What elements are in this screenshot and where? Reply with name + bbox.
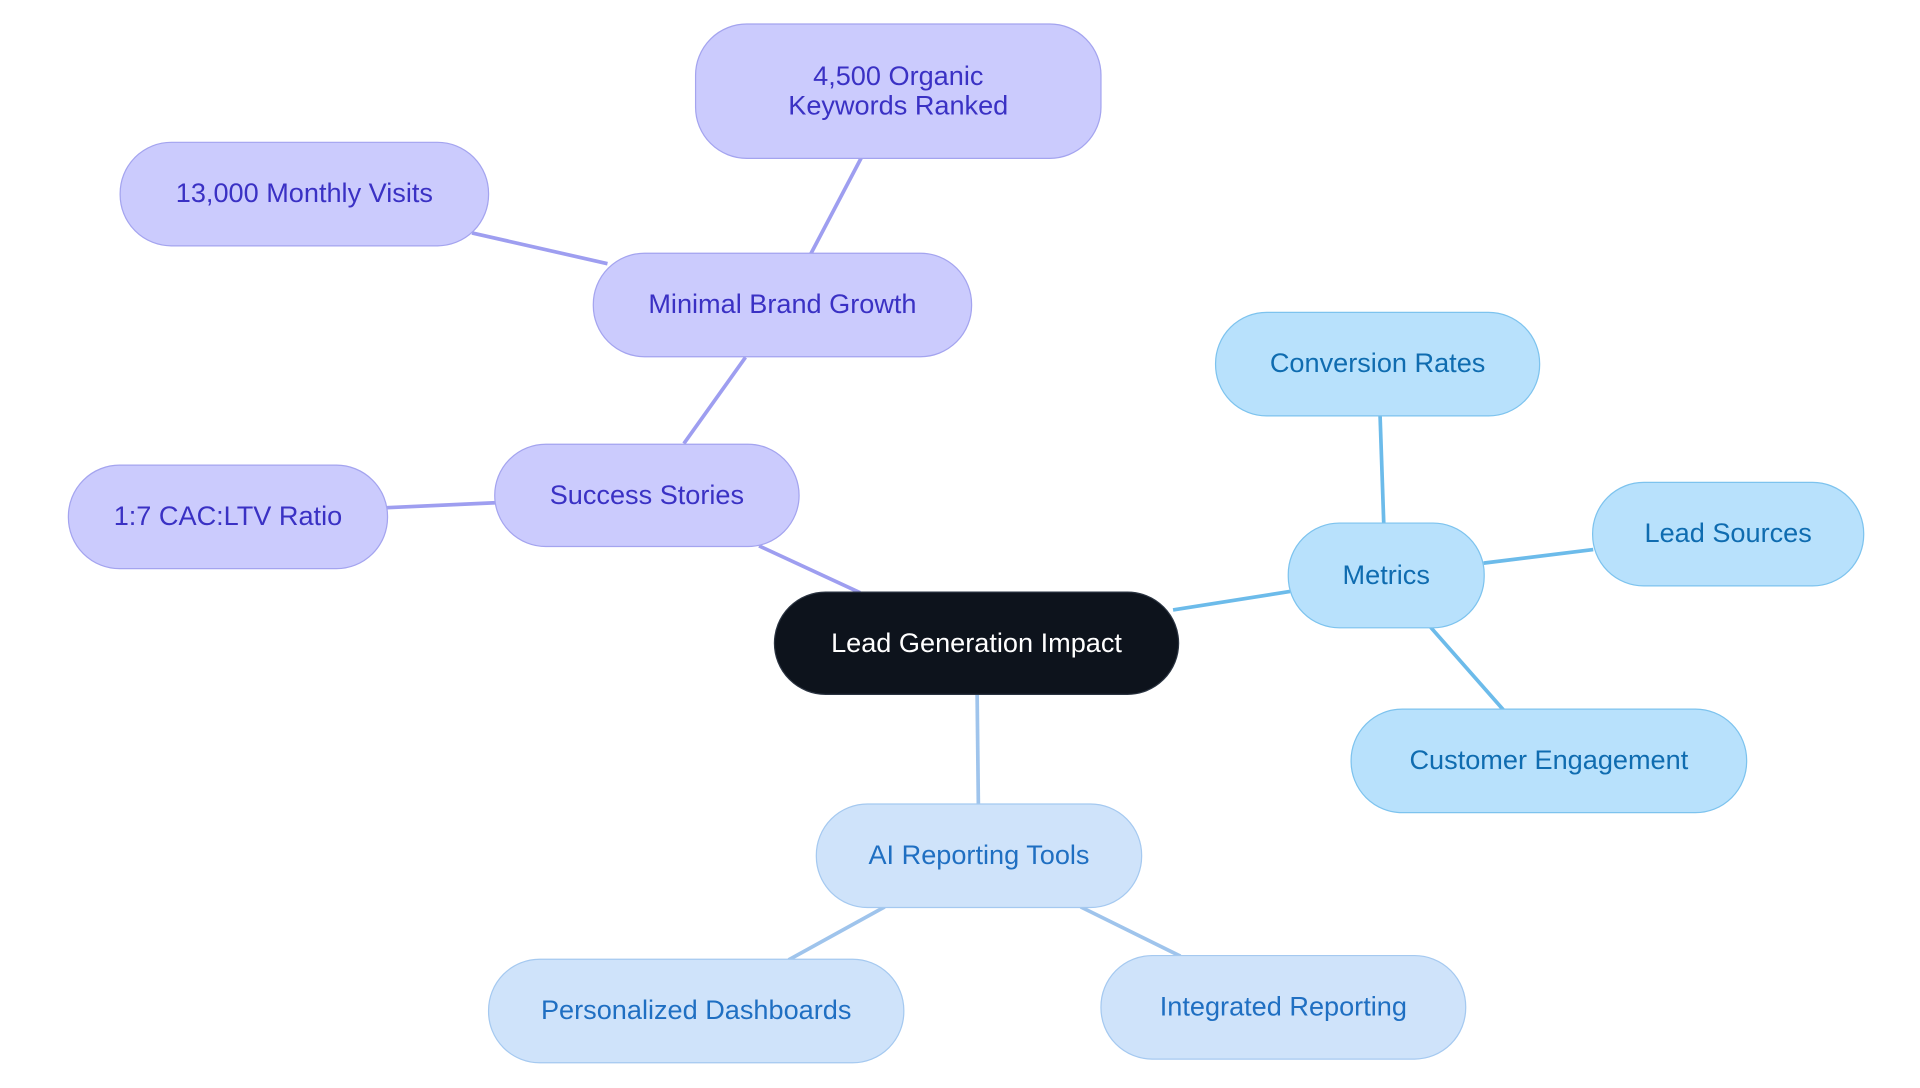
node-metrics: Metrics <box>1287 522 1485 629</box>
node-label: Personalized Dashboards <box>540 994 852 1026</box>
node-label: Integrated Reporting <box>1159 991 1407 1022</box>
node-ai-reporting-tools: AI Reporting Tools <box>815 803 1143 909</box>
node-cac-ltv-ratio: 1:7 CAC:LTV Ratio <box>67 464 389 570</box>
connector-metrics-conversion-rates <box>1378 415 1386 524</box>
node-label: 13,000 Monthly Visits <box>175 177 433 209</box>
node-success-stories: Success Stories <box>494 443 800 548</box>
node-organic-keywords: 4,500 Organic Keywords Ranked <box>694 23 1102 159</box>
connector-metrics-customer-engagement <box>1429 625 1505 711</box>
connector-root-metrics <box>1172 589 1291 612</box>
connector-root-ai-reporting <box>975 694 981 805</box>
node-label: Conversion Rates <box>1269 347 1486 379</box>
connector-metrics-lead-sources <box>1483 547 1594 565</box>
connector-root-success-stories <box>758 544 861 595</box>
node-customer-engagement: Customer Engagement <box>1350 708 1748 814</box>
node-minimal-brand-growth: Minimal Brand Growth <box>592 252 973 358</box>
node-label: 1:7 CAC:LTV Ratio <box>113 500 343 532</box>
node-monthly-visits: 13,000 Monthly Visits <box>119 141 490 247</box>
connector-success-stories-minimal-brand-growth <box>682 356 747 445</box>
node-label: Customer Engagement <box>1409 744 1689 776</box>
node-integrated-reporting: Integrated Reporting <box>1100 954 1467 1060</box>
node-label: 4,500 Organic Keywords Ranked <box>788 60 1009 121</box>
connector-ai-reporting-integrated <box>1079 905 1182 958</box>
node-label: AI Reporting Tools <box>868 839 1090 871</box>
node-label: Metrics <box>1342 559 1430 591</box>
node-lead-sources: Lead Sources <box>1592 481 1865 587</box>
node-label: Success Stories <box>549 479 745 511</box>
node-personalized-dashboards: Personalized Dashboards <box>487 958 905 1064</box>
connector-success-stories-cac-ltv <box>386 500 496 510</box>
node-conversion-rates: Conversion Rates <box>1214 311 1541 417</box>
node-label: Lead Sources <box>1644 518 1812 549</box>
connector-minimal-brand-growth-visits <box>471 231 608 266</box>
root-label: Lead Generation Impact <box>831 627 1122 658</box>
connector-minimal-brand-growth-keywords <box>809 156 863 255</box>
node-label: Minimal Brand Growth <box>648 288 917 320</box>
root-node: Lead Generation Impact <box>773 591 1180 695</box>
connector-ai-reporting-dashboards <box>787 905 886 962</box>
